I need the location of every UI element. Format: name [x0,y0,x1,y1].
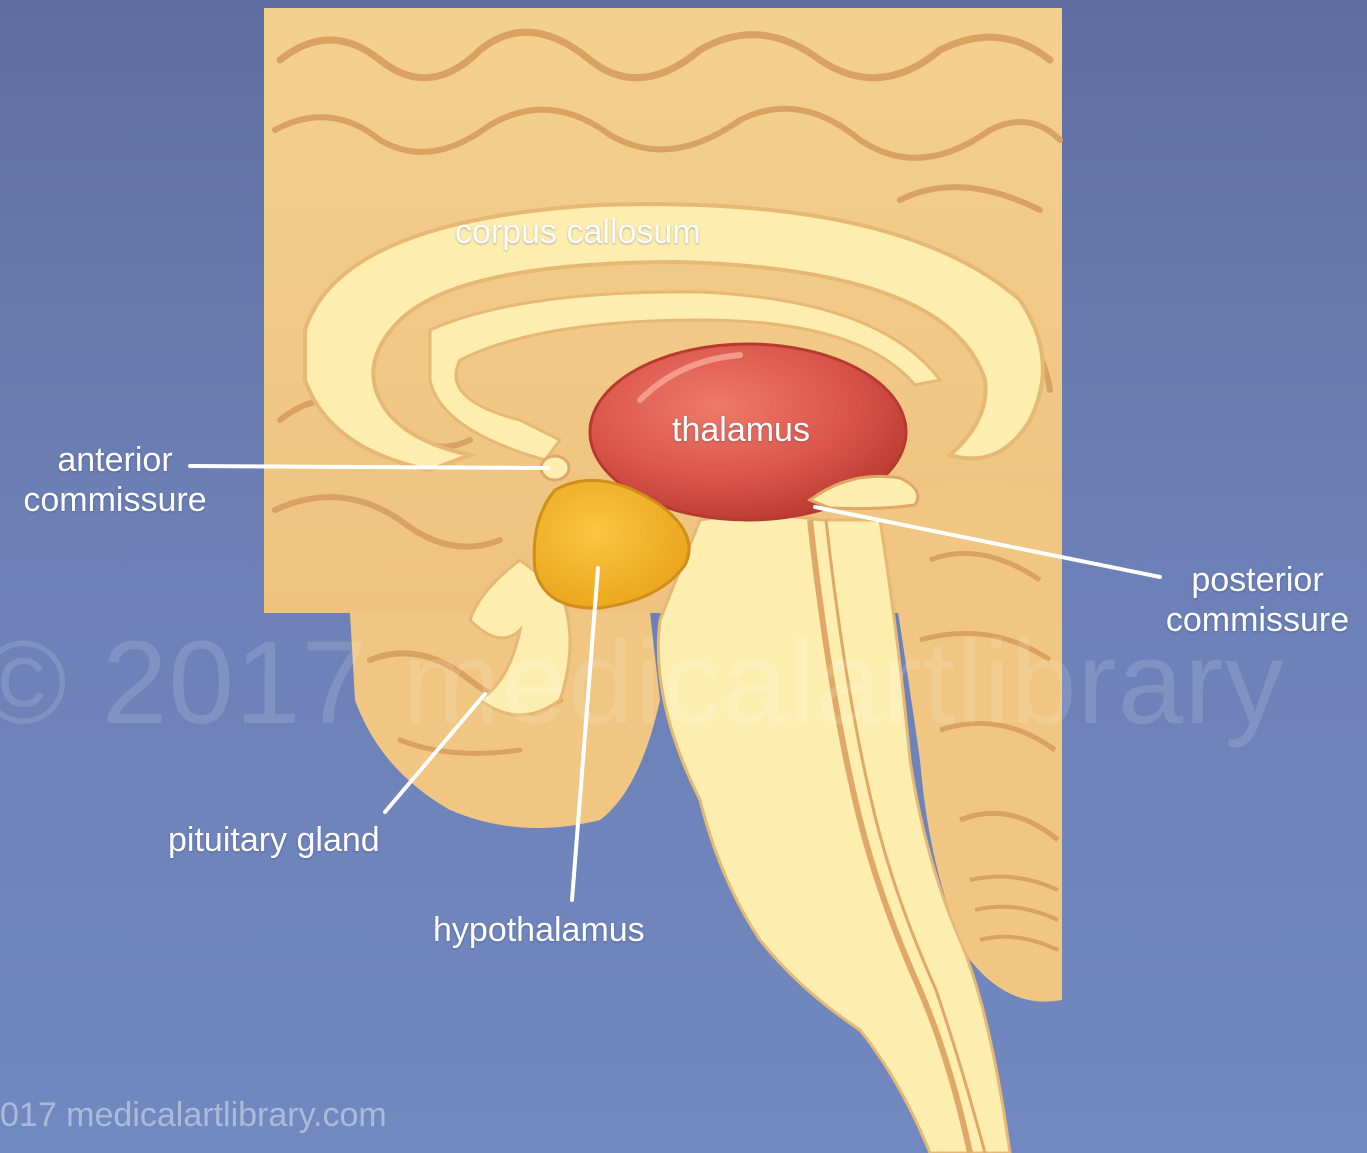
label-posterior-commissure: posterior commissure [1150,560,1365,640]
label-thalamus: thalamus [672,410,810,450]
label-hypothalamus: hypothalamus [433,910,645,950]
label-posterior-commissure-line1: posterior [1150,560,1365,600]
anterior-commissure-leader [190,466,548,468]
credit-text: 017 medicalartlibrary.com [0,1095,387,1135]
watermark-text: © 2017 medicalartlibrary [0,618,1285,748]
label-anterior-commissure: anterior commissure [10,440,220,520]
label-pituitary-gland: pituitary gland [168,820,380,860]
label-corpus-callosum: corpus callosum [455,212,701,252]
label-anterior-commissure-line1: anterior [10,440,220,480]
label-anterior-commissure-line2: commissure [10,480,220,520]
label-posterior-commissure-line2: commissure [1150,600,1365,640]
